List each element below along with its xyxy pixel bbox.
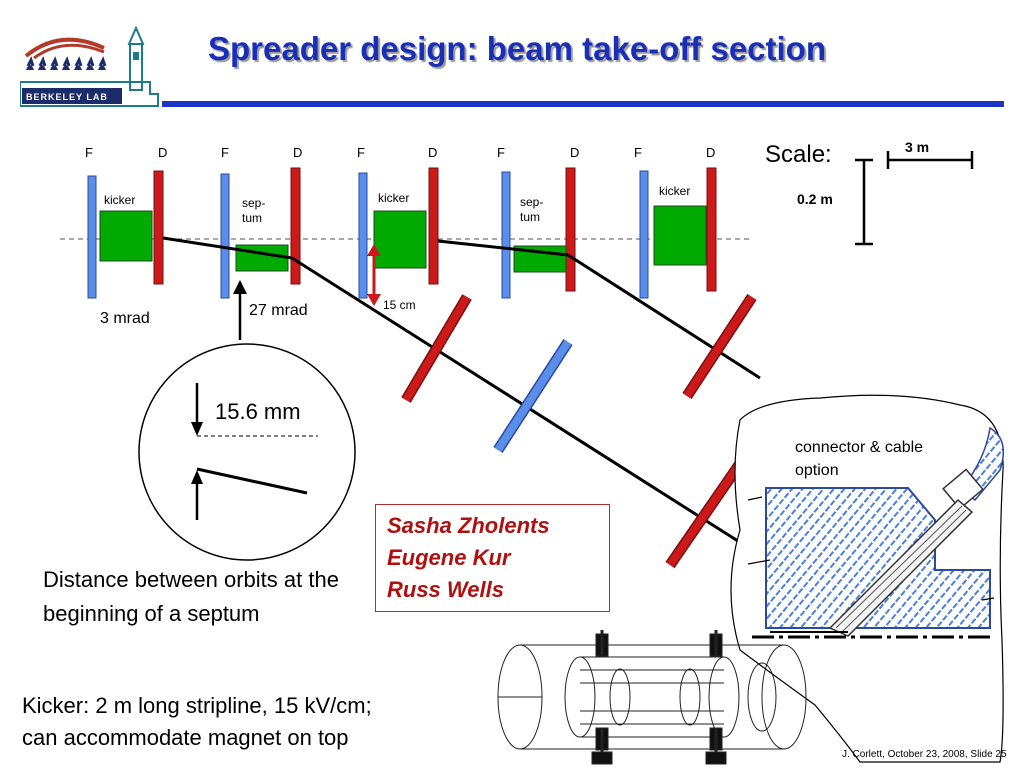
kicker-box xyxy=(99,210,153,262)
defocusing-magnet-angled xyxy=(666,459,745,568)
defocusing-magnet xyxy=(290,167,301,285)
angle-label: 3 mrad xyxy=(100,310,150,327)
connector-drawing xyxy=(730,394,1005,763)
septum-box xyxy=(235,244,289,272)
defocusing-magnet xyxy=(153,170,164,285)
title-rule xyxy=(162,101,1004,107)
focusing-magnet-angled xyxy=(494,339,572,453)
angle-label: 27 mrad xyxy=(249,302,308,319)
logo-text: BERKELEY LAB xyxy=(26,92,108,102)
gap-arrow xyxy=(367,244,381,306)
credit-name: Russ Wells xyxy=(387,577,504,602)
beam-trajectory xyxy=(567,253,761,380)
credit-name: Eugene Kur xyxy=(387,545,511,570)
magnet-label-d: D xyxy=(706,145,716,160)
septum-label: sep- tum xyxy=(242,196,266,225)
scale-vertical-label: 0.2 m xyxy=(797,191,833,207)
magnet-label-d: D xyxy=(158,145,168,160)
kicker-label: kicker xyxy=(659,184,691,198)
septum-inset xyxy=(138,343,356,561)
slide-footer: J. Corlett, October 23, 2008, Slide 25 xyxy=(842,749,1007,760)
berkeley-lab-logo: BERKELEY LAB xyxy=(20,25,159,107)
defocusing-magnet xyxy=(565,167,576,292)
magnet-label-f: F xyxy=(221,145,229,160)
focusing-magnet xyxy=(639,170,649,299)
magnet-label-f: F xyxy=(497,145,505,160)
focusing-magnet xyxy=(220,173,230,299)
magnet-label-f: F xyxy=(357,145,365,160)
magnet-label-f: F xyxy=(85,145,93,160)
credits-box: Sasha Zholents Eugene Kur Russ Wells xyxy=(375,504,610,612)
magnet-label-d: D xyxy=(570,145,580,160)
defocusing-magnet-angled xyxy=(683,294,756,399)
focusing-magnet xyxy=(87,175,97,299)
septum-pointer-arrow xyxy=(233,280,247,340)
credit-name: Sasha Zholents xyxy=(387,513,550,538)
kicker-box xyxy=(653,205,707,266)
magnet-label-d: D xyxy=(428,145,438,160)
scale-bars xyxy=(855,151,974,246)
beam-trajectory xyxy=(162,236,293,260)
magnet-label-d: D xyxy=(293,145,303,160)
kicker-box xyxy=(373,210,427,269)
defocusing-magnet xyxy=(428,167,439,285)
septum-label: sep- tum xyxy=(520,195,544,224)
magnet-label-f: F xyxy=(634,145,642,160)
kicker-note: Kicker: 2 m long stripline, 15 kV/cm; ca… xyxy=(22,693,372,750)
page-title: Spreader design: beam take-off section xyxy=(208,30,826,67)
kicker-label: kicker xyxy=(104,193,136,207)
focusing-magnet xyxy=(358,172,368,299)
connector-label: connector & cable option xyxy=(795,439,924,479)
defocusing-magnet-angled xyxy=(402,294,471,403)
scale-horizontal-label: 3 m xyxy=(905,139,930,155)
defocusing-magnet xyxy=(706,167,717,292)
kicker-label: kicker xyxy=(378,191,410,205)
beam-trajectory xyxy=(437,239,569,257)
inset-distance-label: 15.6 mm xyxy=(215,399,301,424)
kicker-stripline-drawing xyxy=(497,630,807,765)
focusing-magnet xyxy=(501,171,511,299)
scale-label: Scale: xyxy=(765,141,832,168)
gap-label: 15 cm xyxy=(383,298,416,312)
inset-caption: Distance between orbits at the beginning… xyxy=(43,567,339,626)
